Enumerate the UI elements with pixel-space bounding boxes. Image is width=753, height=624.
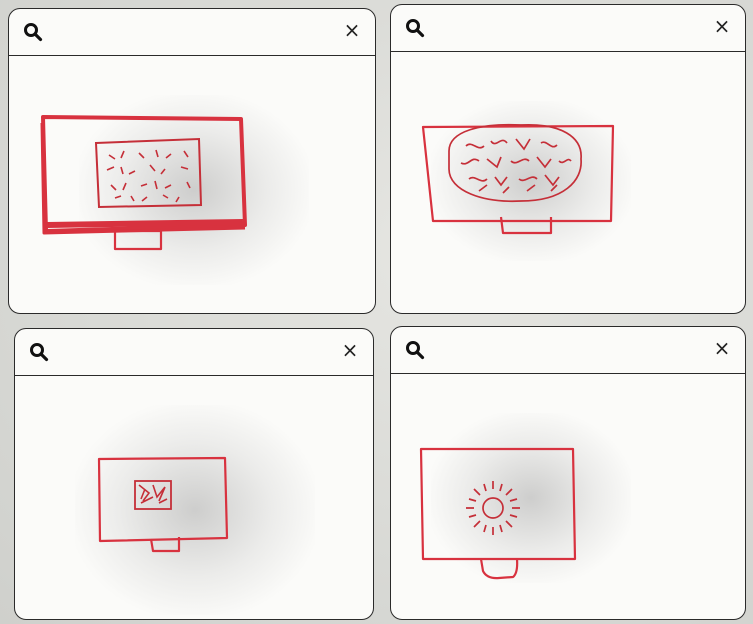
close-icon[interactable]: × xyxy=(341,19,363,41)
close-icon[interactable]: × xyxy=(339,339,361,361)
window-body xyxy=(391,51,745,313)
screen-content-sketch xyxy=(96,139,201,207)
window-body xyxy=(9,55,375,313)
search-icon[interactable] xyxy=(21,20,45,44)
monitor-sketch xyxy=(391,51,746,313)
window-body xyxy=(15,375,373,619)
monitor-sketch xyxy=(9,55,376,313)
sketch-window-top-right: × xyxy=(390,4,746,314)
search-icon[interactable] xyxy=(403,338,427,362)
screen-content-sketch xyxy=(449,125,581,202)
sketch-window-bottom-left: × xyxy=(14,328,374,620)
window-body xyxy=(391,373,745,619)
window-title-bar: × xyxy=(391,5,745,52)
search-icon[interactable] xyxy=(27,340,51,364)
sketch-window-bottom-right: × xyxy=(390,326,746,620)
screen-content-sketch xyxy=(135,481,171,509)
window-title-bar: × xyxy=(15,329,373,376)
screen-content-sketch xyxy=(466,481,520,535)
close-icon[interactable]: × xyxy=(711,337,733,359)
sketch-window-top-left: × xyxy=(8,8,376,314)
monitor-sketch xyxy=(15,375,374,619)
window-title-bar: × xyxy=(391,327,745,374)
window-title-bar: × xyxy=(9,9,375,56)
search-icon[interactable] xyxy=(403,16,427,40)
close-icon[interactable]: × xyxy=(711,15,733,37)
monitor-sketch xyxy=(391,373,746,619)
